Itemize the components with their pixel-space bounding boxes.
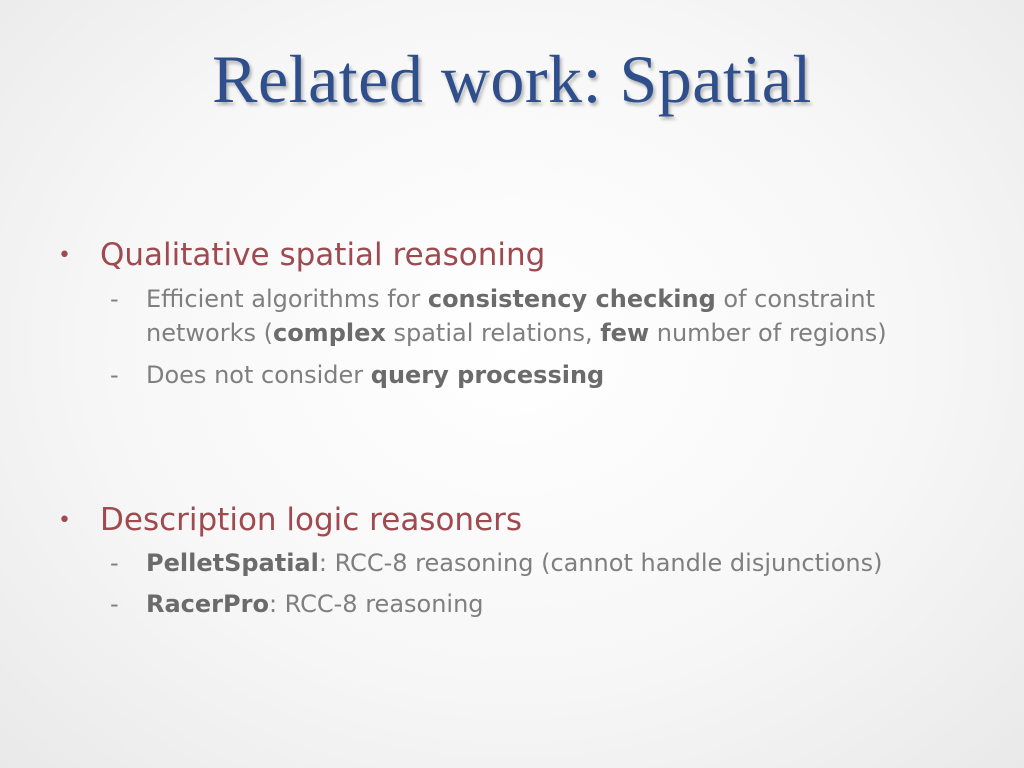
text-run: Efficient algorithms for <box>146 285 428 313</box>
bullet-dot-icon: • <box>58 243 71 268</box>
dash-icon: - <box>110 361 119 389</box>
sub-item-text: Does not consider query processing <box>146 358 990 392</box>
text-run: Does not consider <box>146 361 371 389</box>
bold-run: few <box>600 319 650 347</box>
sub-item-text: Efficient algorithms for consistency che… <box>146 282 990 350</box>
dash-icon: - <box>110 590 119 618</box>
slide-title: Related work: Spatial <box>212 41 812 117</box>
bullet-dot-icon: • <box>58 508 71 533</box>
sub-item-consistency-checking: - Efficient algorithms for consistency c… <box>110 282 990 350</box>
text-run: : RCC-8 reasoning (cannot handle disjunc… <box>318 549 883 577</box>
bold-run: PelletSpatial <box>146 549 319 577</box>
bold-run: consistency checking <box>427 285 716 313</box>
sub-item-pelletspatial: - PelletSpatial: RCC-8 reasoning (cannot… <box>110 546 990 580</box>
sub-item-text: RacerPro: RCC-8 reasoning <box>146 587 990 621</box>
bullet-heading: Qualitative spatial reasoning <box>100 237 546 273</box>
sub-item-text: PelletSpatial: RCC-8 reasoning (cannot h… <box>146 546 990 580</box>
bullet-description-logic-reasoners: • Description logic reasoners <box>58 501 522 540</box>
text-run: : RCC-8 reasoning <box>268 590 484 618</box>
sub-item-query-processing: - Does not consider query processing <box>110 358 990 392</box>
bold-run: RacerPro <box>146 590 269 618</box>
bold-run: complex <box>272 319 386 347</box>
dash-icon: - <box>110 285 119 313</box>
bullet-qualitative-spatial-reasoning: • Qualitative spatial reasoning <box>58 236 545 275</box>
sub-item-racerpro: - RacerPro: RCC-8 reasoning <box>110 587 990 621</box>
text-run: number of regions) <box>649 319 887 347</box>
bullet-heading: Description logic reasoners <box>100 502 523 538</box>
bold-run: query processing <box>370 361 605 389</box>
text-run: of constraint networks ( <box>146 285 876 347</box>
text-run: spatial relations, <box>385 319 601 347</box>
dash-icon: - <box>110 549 119 577</box>
